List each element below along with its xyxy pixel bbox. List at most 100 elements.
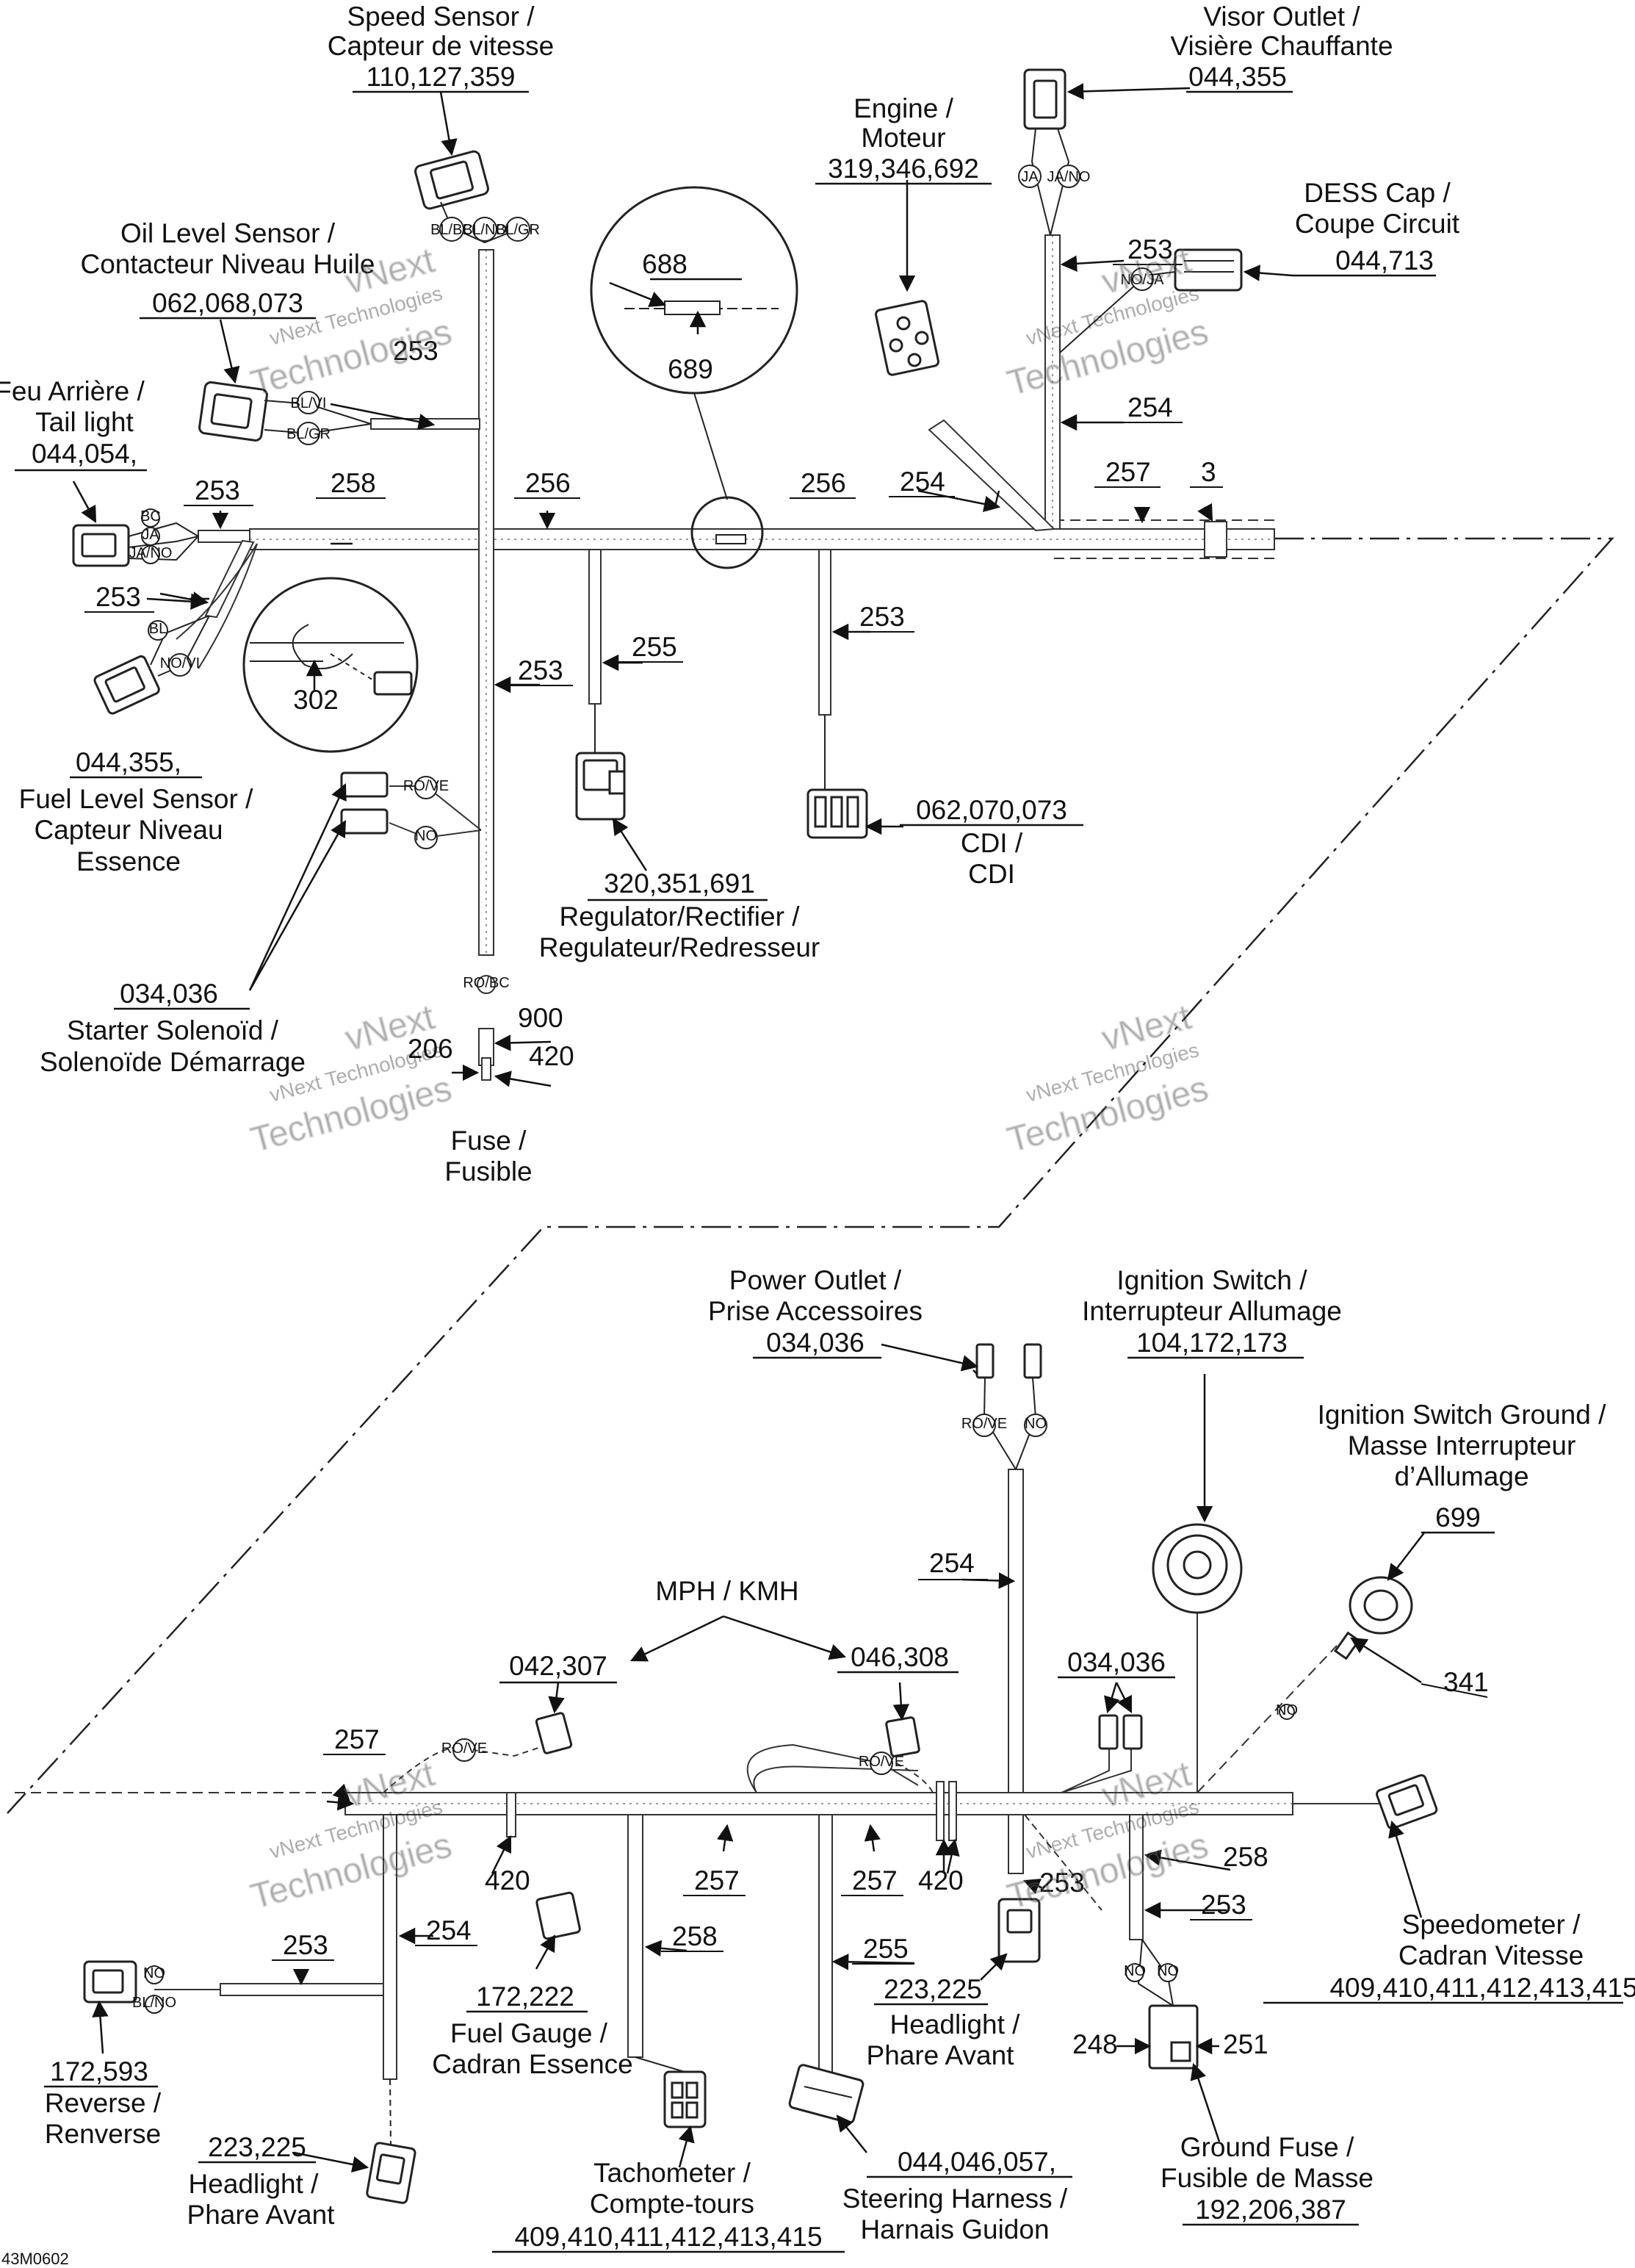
ref-256-b: 256 bbox=[801, 468, 846, 498]
speedometer-subtitle: Cadran Vitesse bbox=[1398, 1940, 1584, 1970]
ignition-ground-subtitle2: d’Allumage bbox=[1394, 1461, 1528, 1491]
wire-tag-mph: RO/VE bbox=[441, 1740, 487, 1757]
accessory-034-parts: 034,036 bbox=[1067, 1647, 1166, 1677]
starter-title: Starter Solenoïd / bbox=[67, 1015, 279, 1045]
cdi-connector-icon bbox=[806, 715, 868, 839]
speed-sensor-subtitle: Capteur de vitesse bbox=[328, 31, 555, 61]
regulator-connector-icon bbox=[575, 704, 626, 821]
wire-tag-rev1: NO bbox=[143, 1965, 165, 1981]
dess-cap-connector-icon bbox=[1059, 248, 1243, 353]
regulator-parts: 320,351,691 bbox=[604, 868, 755, 899]
wire-tag-gf1: NO bbox=[1124, 1963, 1146, 1979]
speedometer-connector-icon bbox=[1376, 1774, 1438, 1830]
ref-254-visor: 254 bbox=[1127, 392, 1173, 422]
headlight-mid-title: Headlight / bbox=[890, 2009, 1021, 2040]
cdi-parts: 062,070,073 bbox=[916, 795, 1067, 825]
regulator-subtitle: Regulateur/Redresseur bbox=[539, 932, 820, 962]
fuel-gauge-title: Fuel Gauge / bbox=[450, 2018, 608, 2048]
reverse-subtitle: Renverse bbox=[45, 2119, 161, 2149]
ignition-ground-parts: 699 bbox=[1435, 1502, 1481, 1533]
ref-302: 302 bbox=[293, 685, 339, 715]
bottom-harness bbox=[15, 1469, 1388, 2084]
wire-tag-kmh: RO/VE bbox=[859, 1754, 904, 1770]
ref-257-top: 257 bbox=[1105, 457, 1151, 487]
wire-tag-gf2: NO bbox=[1157, 1963, 1179, 1979]
fuel-gauge-connector-icon bbox=[535, 1891, 581, 1940]
oil-level-title: Oil Level Sensor / bbox=[120, 218, 336, 248]
tachometer-subtitle: Compte-tours bbox=[590, 2189, 754, 2219]
section-divider bbox=[7, 537, 1614, 1814]
wire-tag-st1: RO/VE bbox=[403, 778, 449, 794]
ground-fuse-holder-icon bbox=[1137, 1939, 1199, 2070]
wire-tag-vis2: JA/NO bbox=[1047, 169, 1091, 185]
starter-parts: 034,036 bbox=[120, 979, 218, 1009]
wire-tag-oil1: BL/VI bbox=[291, 395, 327, 411]
wire-loop-detail bbox=[242, 577, 419, 753]
fuel-level-subtitle2: Essence bbox=[76, 846, 181, 876]
accessory-terminals-icon bbox=[1098, 1714, 1143, 1750]
wire-tag-ss3: BL/GR bbox=[496, 222, 540, 238]
speed-sensor-connector-icon bbox=[414, 150, 522, 244]
ref-253-visor: 253 bbox=[1127, 234, 1173, 264]
ref-257-b: 257 bbox=[694, 1865, 740, 1896]
tail-light-parts: 044,054, bbox=[32, 439, 137, 469]
visor-outlet-title: Visor Outlet / bbox=[1203, 1, 1360, 32]
wire-tag-st2: NO bbox=[415, 828, 437, 844]
reverse-title: Reverse / bbox=[45, 2088, 162, 2118]
engine-parts: 319,346,692 bbox=[828, 154, 979, 184]
speedometer-parts: 409,410,411,412,413,415 bbox=[1329, 1973, 1635, 2003]
headlight-left-title: Headlight / bbox=[189, 2169, 320, 2199]
cdi-subtitle: CDI bbox=[968, 859, 1015, 889]
ignition-switch-subtitle: Interrupteur Allumage bbox=[1082, 1296, 1342, 1326]
ref-253-cdi: 253 bbox=[859, 602, 905, 632]
ground-fuse-parts: 192,206,387 bbox=[1195, 2195, 1346, 2225]
tachometer-parts: 409,410,411,412,413,415 bbox=[514, 2222, 822, 2252]
wire-tag-ss2: BL/NO bbox=[463, 222, 507, 238]
speed-sensor-parts: 110,127,359 bbox=[366, 62, 515, 92]
mph-kmh-title: MPH / KMH bbox=[655, 1576, 798, 1606]
steering-subtitle: Harnais Guidon bbox=[860, 2214, 1049, 2244]
ref-258-top: 258 bbox=[331, 468, 376, 498]
visor-outlet-parts: 044,355 bbox=[1188, 62, 1287, 92]
ref-420-b: 420 bbox=[918, 1865, 964, 1896]
headlight-left-connector-icon bbox=[366, 2078, 416, 2204]
reverse-parts: 172,593 bbox=[50, 2056, 148, 2087]
headlight-mid-connector-icon bbox=[997, 1898, 1041, 1963]
ref-255-regulator: 255 bbox=[632, 632, 677, 662]
speed-sensor-title: Speed Sensor / bbox=[347, 1, 535, 32]
engine-connector-icon bbox=[875, 300, 939, 376]
wire-tag-ig: NO bbox=[1276, 1702, 1298, 1718]
ground-fuse-title: Ground Fuse / bbox=[1180, 2132, 1354, 2162]
ref-257-bl: 257 bbox=[334, 1724, 380, 1754]
ref-253-reverse: 253 bbox=[283, 1930, 328, 1960]
dess-cap-subtitle: Coupe Circuit bbox=[1295, 209, 1460, 239]
engine-subtitle: Moteur bbox=[861, 123, 945, 153]
cdi-title: CDI / bbox=[961, 828, 1023, 858]
ignition-switch-icon bbox=[1152, 1523, 1243, 1614]
tachometer-connector-icon bbox=[635, 2056, 707, 2128]
ref-258-tach: 258 bbox=[672, 1921, 718, 1951]
wire-tag-fl1: BL bbox=[149, 621, 167, 637]
ref-254-power: 254 bbox=[929, 1548, 975, 1578]
ref-248: 248 bbox=[1072, 2029, 1118, 2059]
ref-253-tail: 253 bbox=[195, 475, 240, 505]
fuse-title: Fuse / bbox=[451, 1126, 527, 1156]
ref-254-engine: 254 bbox=[900, 467, 945, 497]
fuse-subtitle: Fusible bbox=[444, 1156, 532, 1187]
tail-light-title: Feu Arrière / bbox=[0, 376, 145, 406]
ref-256-a: 256 bbox=[525, 468, 571, 498]
headlight-left-parts: 223,225 bbox=[208, 2132, 306, 2162]
headlight-mid-subtitle: Phare Avant bbox=[867, 2040, 1015, 2070]
ref-420-fuse: 420 bbox=[529, 1041, 574, 1071]
wire-tag-po1: RO/VE bbox=[961, 1416, 1007, 1432]
ref-900: 900 bbox=[518, 1003, 563, 1033]
ref-253-trunk: 253 bbox=[518, 655, 563, 685]
kmh-connector-icon bbox=[885, 1716, 920, 1757]
kmh-parts: 046,308 bbox=[851, 1642, 949, 1672]
ignition-ground-subtitle: Masse Interrupteur bbox=[1348, 1430, 1576, 1461]
wire-tag-dess: NO/JA bbox=[1121, 272, 1165, 288]
tachometer-title: Tachometer / bbox=[593, 2158, 751, 2188]
ref-688: 688 bbox=[642, 249, 687, 279]
fuel-gauge-parts: 172,222 bbox=[476, 1981, 574, 2012]
